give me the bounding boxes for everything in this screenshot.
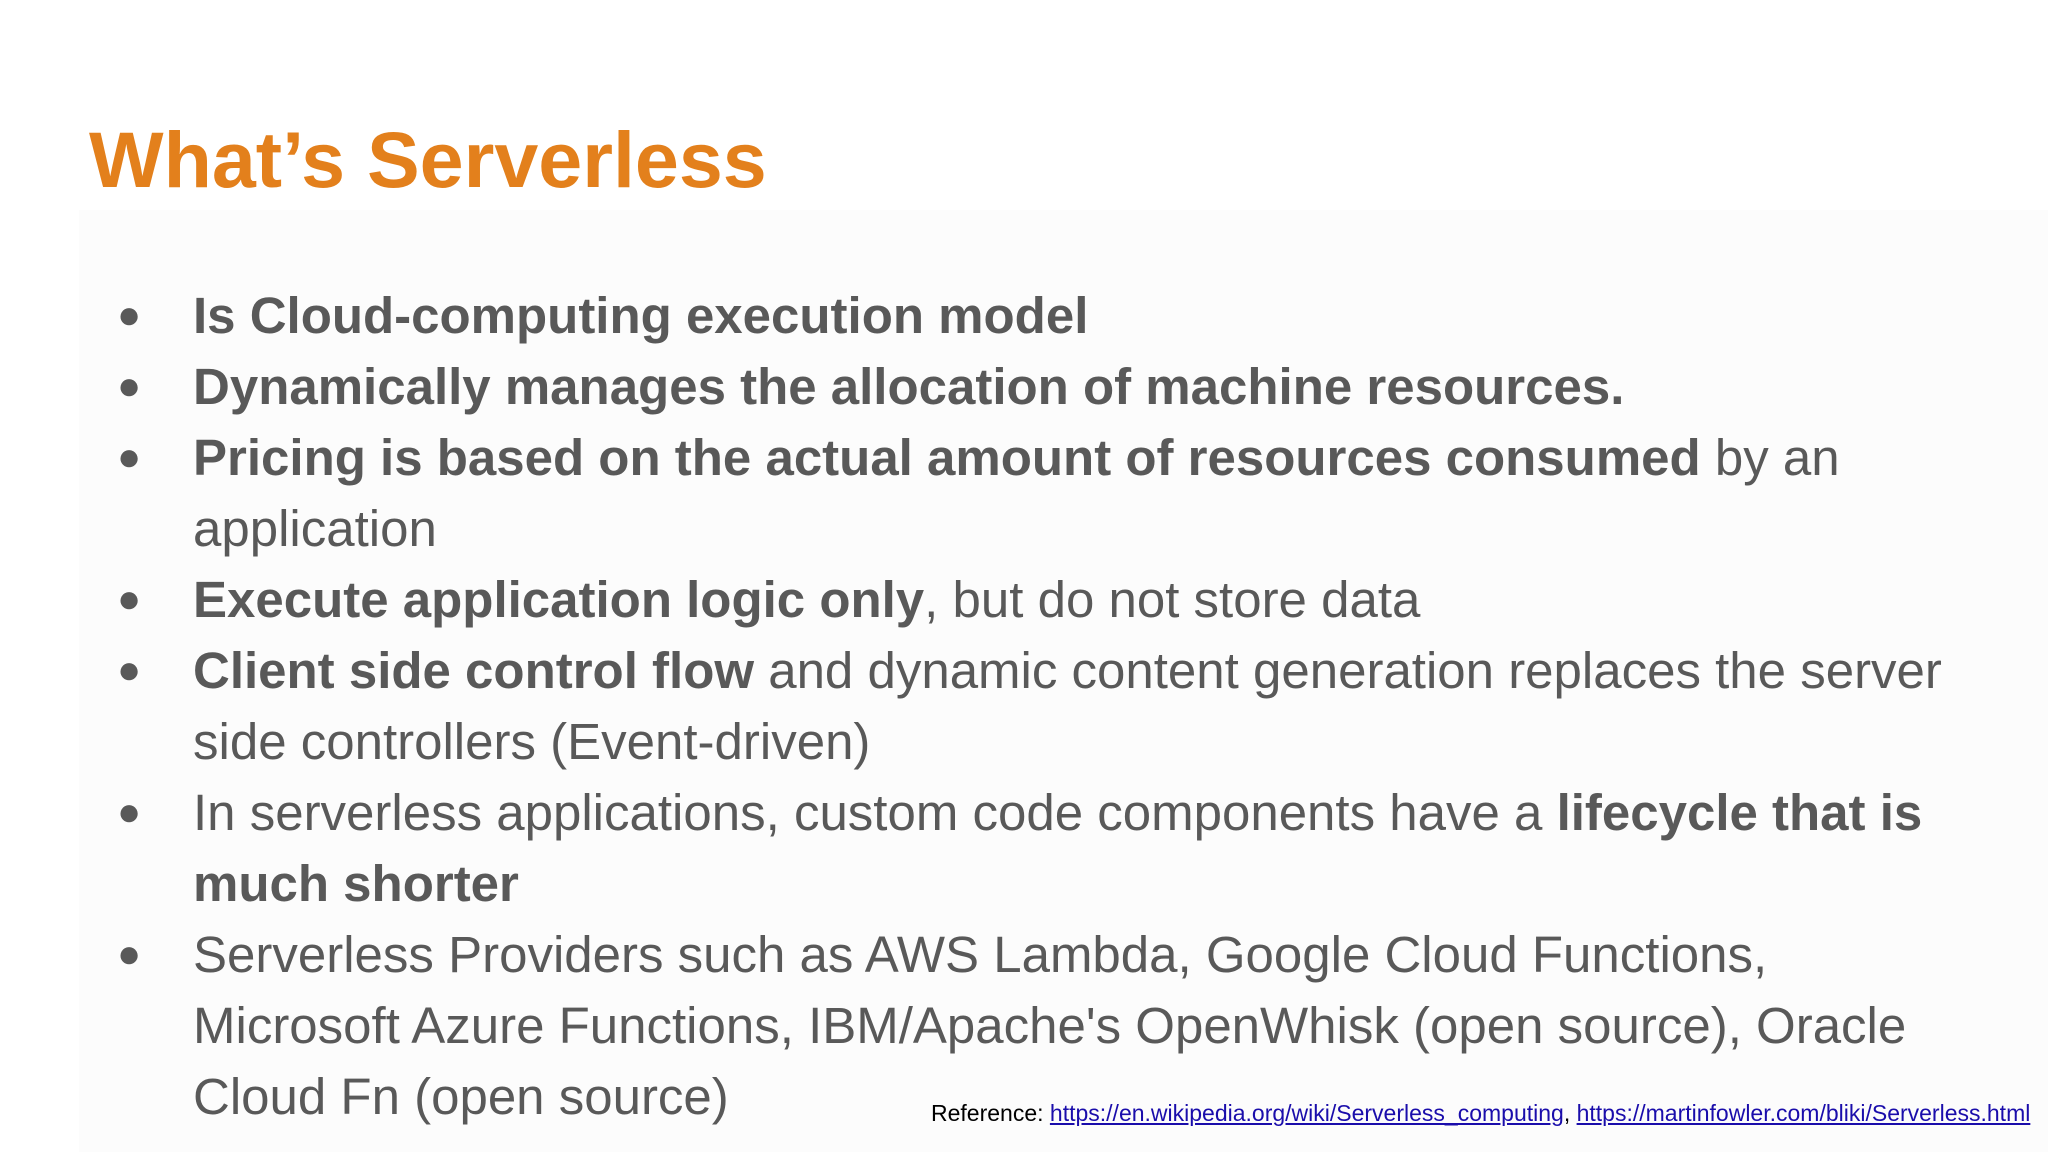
bullet-bold-text: Client side control flow xyxy=(193,642,755,699)
bullet-text: by an xyxy=(1700,429,1840,486)
bullet-bold-text: Pricing is based on the actual amount of… xyxy=(193,429,1701,486)
bullet-text: Cloud Fn (open source) xyxy=(193,1068,729,1125)
bullet-text: Serverless Providers such as AWS Lambda,… xyxy=(193,926,1768,983)
bullet-line: Pricing is based on the actual amount of… xyxy=(193,422,2008,493)
reference-label: Reference: xyxy=(931,1100,1050,1126)
slide-title: What’s Serverless xyxy=(89,115,767,204)
bullet-item: ● Dynamically manages the allocation of … xyxy=(0,351,2048,422)
bullet-bold-text: Dynamically manages the allocation of ma… xyxy=(193,358,1625,415)
bullet-item: ● Pricing is based on the actual amount … xyxy=(0,422,2048,564)
bullet-item: ● Client side control flow and dynamic c… xyxy=(0,635,2048,777)
bullet-item: ● Is Cloud-computing execution model xyxy=(0,280,2048,351)
bullet-line: In serverless applications, custom code … xyxy=(193,777,2008,848)
bullet-text: side controllers (Event-driven) xyxy=(193,713,871,770)
bullet-bold-text: Execute application logic only xyxy=(193,571,925,628)
bullet-list: ● Is Cloud-computing execution model ● D… xyxy=(0,280,2048,1132)
bullet-line: Client side control flow and dynamic con… xyxy=(193,635,2008,706)
bullet-dot-icon: ● xyxy=(117,293,142,337)
bullet-item: ● Serverless Providers such as AWS Lambd… xyxy=(0,919,2048,1132)
reference-separator: , xyxy=(1563,1100,1577,1126)
bullet-dot-icon: ● xyxy=(117,577,142,621)
bullet-dot-icon: ● xyxy=(117,790,142,834)
bullet-dot-icon: ● xyxy=(117,648,142,692)
bullet-text: and dynamic content generation replaces … xyxy=(754,642,1942,699)
bullet-text: Microsoft Azure Functions, IBM/Apache's … xyxy=(193,997,1907,1054)
reference-link-wikipedia[interactable]: https://en.wikipedia.org/wiki/Serverless… xyxy=(1049,1100,1564,1126)
bullet-item: ● In serverless applications, custom cod… xyxy=(0,777,2048,919)
bullet-text: , but do not store data xyxy=(924,571,1421,628)
bullet-bold-text: Is Cloud-computing execution model xyxy=(193,287,1089,344)
bullet-bold-text: lifecycle that is xyxy=(1556,784,1923,841)
bullet-bold-text: much shorter xyxy=(193,855,519,912)
bullet-text: In serverless applications, custom code … xyxy=(193,784,1557,841)
content-panel xyxy=(79,210,2048,1152)
reference-line: Reference: https://en.wikipedia.org/wiki… xyxy=(931,1100,2030,1127)
bullet-item: ● Execute application logic only, but do… xyxy=(0,564,2048,635)
bullet-dot-icon: ● xyxy=(117,364,142,408)
bullet-dot-icon: ● xyxy=(117,435,142,479)
bullet-dot-icon: ● xyxy=(117,932,142,976)
reference-link-martinfowler[interactable]: https://martinfowler.com/bliki/Serverles… xyxy=(1576,1100,2031,1126)
bullet-text: application xyxy=(193,500,437,557)
